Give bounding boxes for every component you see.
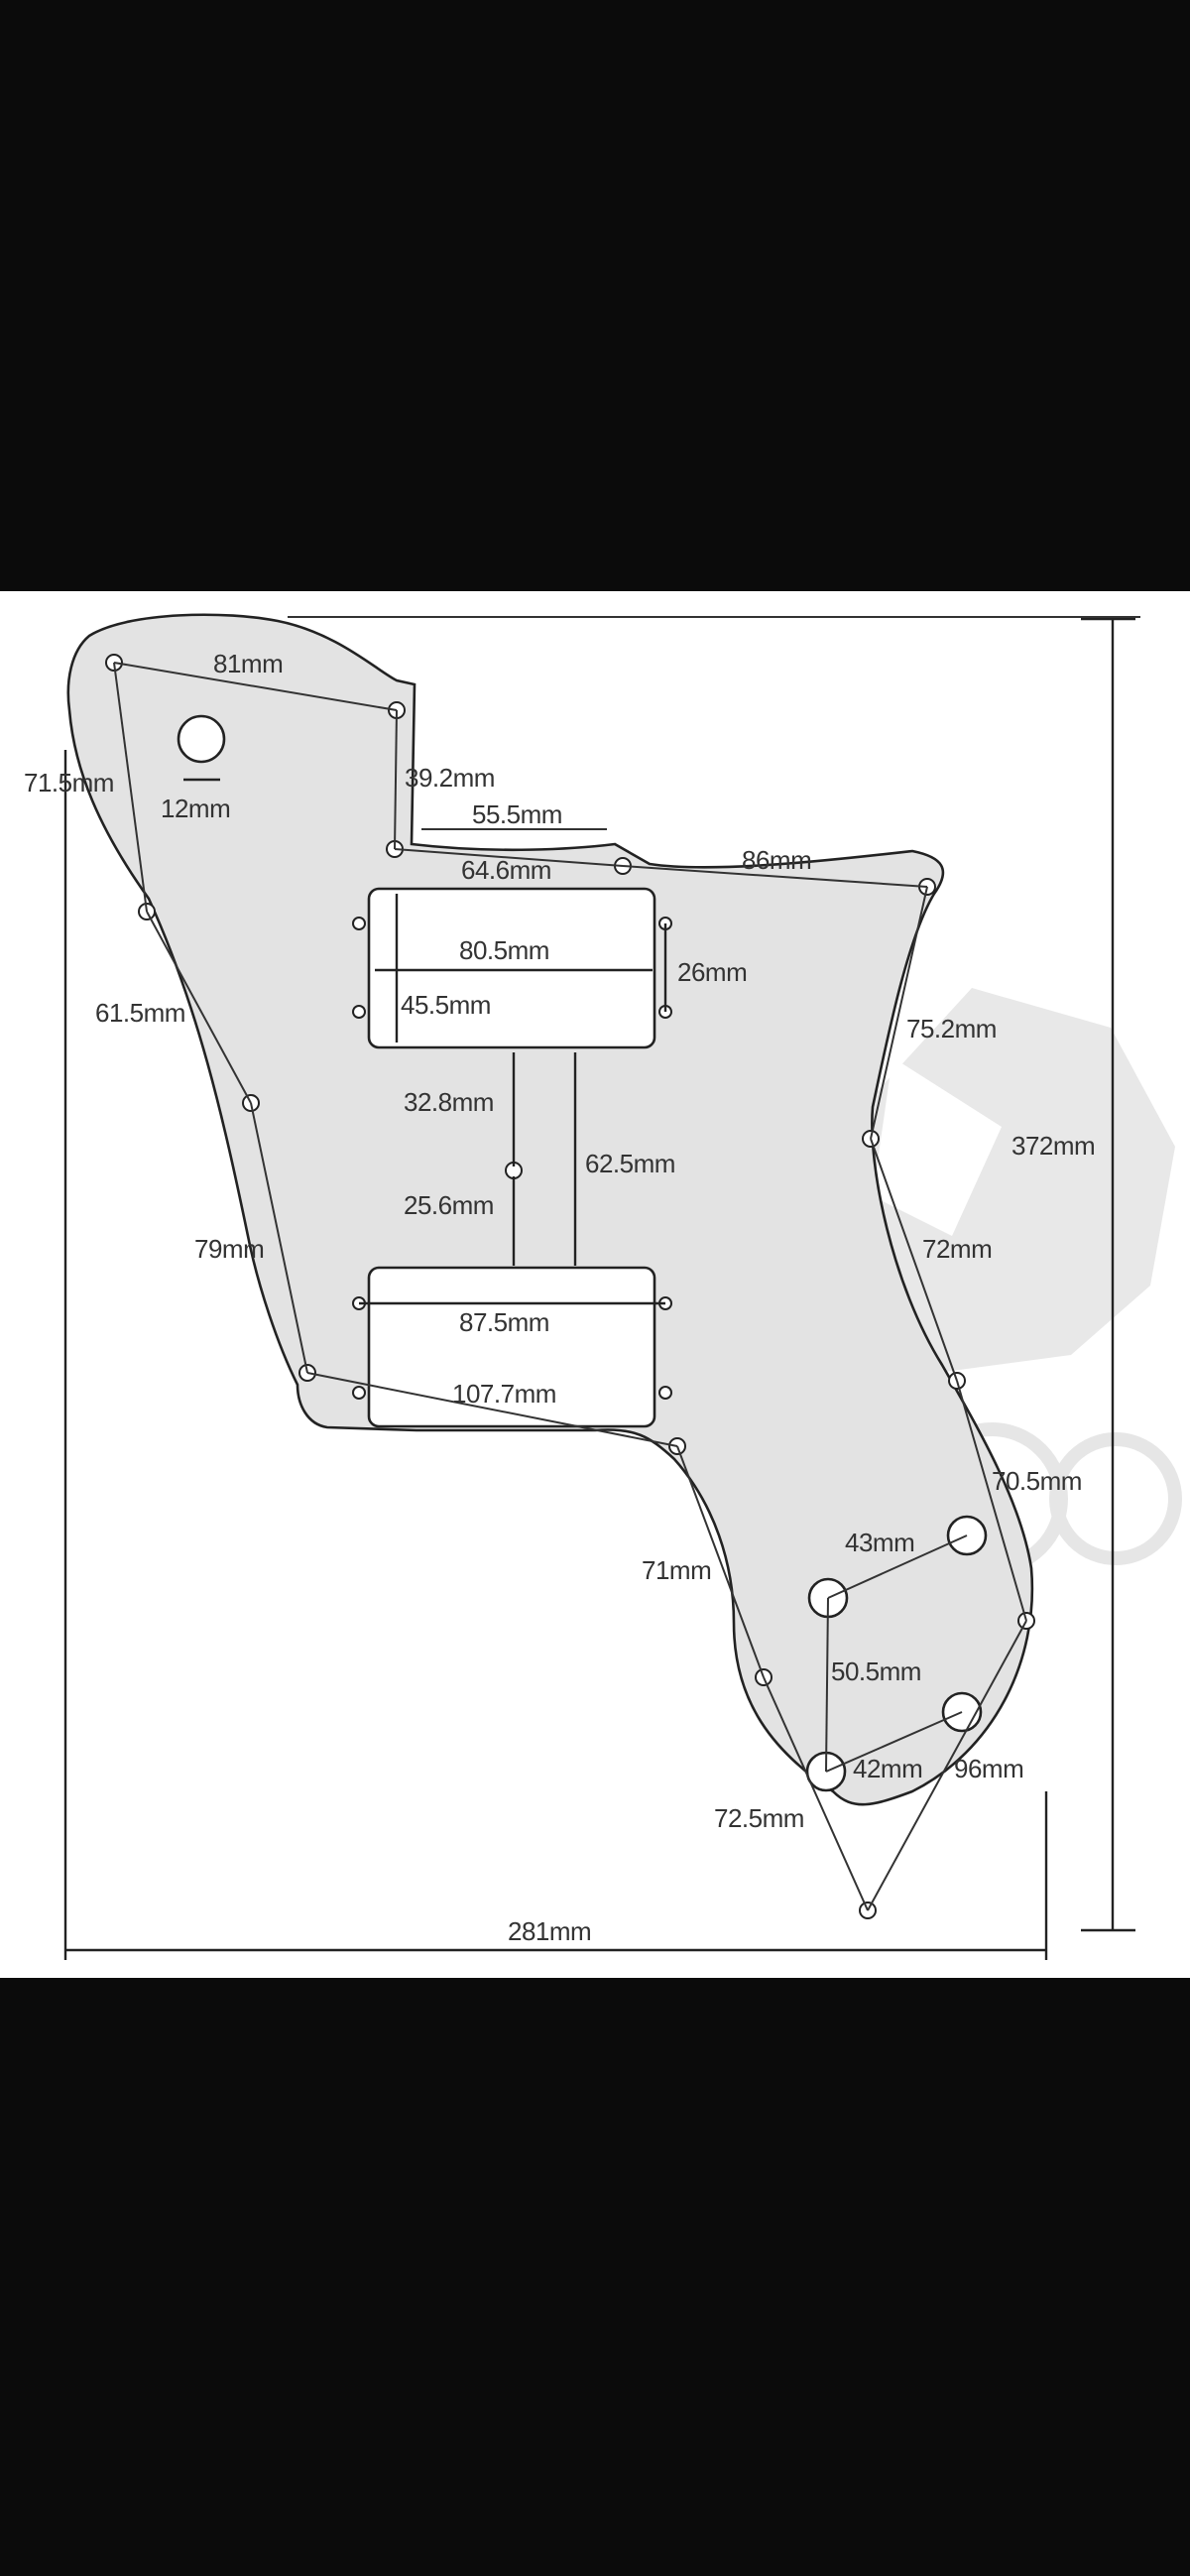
line-107-7 [306, 1372, 678, 1447]
switch-hole [177, 714, 226, 764]
label-81: 81mm [213, 649, 283, 678]
watermark-cut [873, 1057, 1002, 1236]
mount-hole [352, 917, 366, 930]
mount-hole [352, 1386, 366, 1400]
watermark-ring-2 [1049, 1432, 1182, 1565]
label-25-6: 25.6mm [404, 1190, 494, 1220]
label-75-2: 75.2mm [906, 1014, 997, 1043]
line-64-6 [394, 848, 624, 867]
neck-pickup-cavity [367, 887, 656, 1049]
line-81 [113, 662, 398, 711]
line-61-5 [146, 911, 252, 1104]
label-80-5: 80.5mm [459, 935, 549, 965]
line-96 [867, 1620, 1027, 1911]
label-71: 71mm [642, 1555, 711, 1585]
label-87-5: 87.5mm [459, 1307, 549, 1337]
pickguard-outline [66, 613, 1034, 1806]
dimension-labels: 81mm 71.5mm 12mm 39.2mm 55.5mm 64.6mm 86… [24, 649, 1096, 1946]
dimension-lines [63, 616, 1140, 1960]
line-39-2 [394, 709, 398, 850]
diagram-canvas: GI [24, 613, 1182, 1960]
mount-hole [352, 1005, 366, 1019]
label-71-5: 71.5mm [24, 768, 114, 797]
label-62-5: 62.5mm [585, 1149, 675, 1178]
line-71-5 [113, 662, 148, 913]
label-72-5: 72.5mm [714, 1803, 804, 1833]
label-42: 42mm [853, 1754, 922, 1783]
pickguard-diagram: GI [0, 591, 1190, 1978]
line-71 [676, 1445, 765, 1678]
label-281: 281mm [508, 1916, 591, 1946]
label-45-5: 45.5mm [401, 990, 491, 1020]
label-96: 96mm [954, 1754, 1023, 1783]
label-55-5: 55.5mm [472, 799, 562, 829]
line-72 [870, 1138, 958, 1382]
line-86 [622, 865, 928, 888]
mount-hole [658, 1386, 672, 1400]
label-50-5: 50.5mm [831, 1656, 921, 1686]
line-72-5 [763, 1676, 869, 1911]
label-70-5: 70.5mm [992, 1466, 1082, 1496]
label-107-7: 107.7mm [452, 1379, 556, 1409]
label-372: 372mm [1012, 1131, 1095, 1161]
line-43 [827, 1534, 968, 1599]
label-32-8: 32.8mm [404, 1087, 494, 1117]
label-61-5: 61.5mm [95, 998, 185, 1028]
label-39-2: 39.2mm [405, 763, 495, 793]
label-43: 43mm [845, 1528, 914, 1557]
label-12: 12mm [161, 794, 230, 823]
line-42 [825, 1711, 963, 1773]
line-70-5 [956, 1380, 1027, 1622]
label-79: 79mm [194, 1234, 264, 1264]
line-75-2 [870, 886, 928, 1140]
label-64-6: 64.6mm [461, 855, 551, 885]
label-86: 86mm [742, 845, 811, 875]
bridge-pickup-cavity [367, 1266, 656, 1428]
label-72: 72mm [922, 1234, 992, 1264]
line-79 [250, 1102, 308, 1374]
label-26: 26mm [677, 957, 747, 987]
line-50-5 [825, 1597, 829, 1773]
